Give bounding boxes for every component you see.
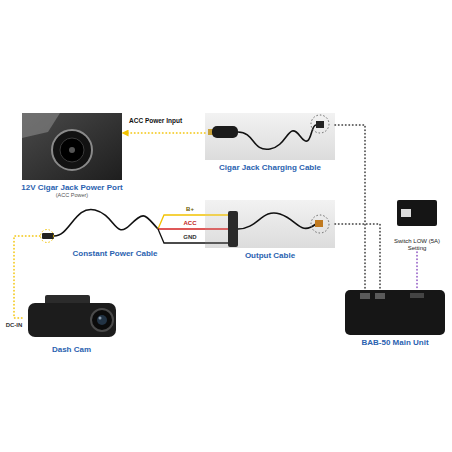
pin-label: B+ xyxy=(185,206,195,213)
cable xyxy=(238,125,316,149)
port-photo xyxy=(22,113,122,180)
socket-hole xyxy=(60,138,84,162)
power-port: 12V Cigar Jack Power Port(ACC Power) xyxy=(22,113,122,180)
port xyxy=(360,293,370,299)
output-cable-photo xyxy=(205,200,335,248)
socket-rim xyxy=(52,130,92,170)
node-caption: Dash Cam xyxy=(52,345,91,354)
caption-group: 12V Cigar Jack Power Port(ACC Power) xyxy=(21,183,122,199)
node-caption: Constant Power Cable xyxy=(73,249,158,258)
cable xyxy=(54,209,158,236)
cable xyxy=(238,213,316,229)
plug-end xyxy=(316,121,324,128)
photo-ground xyxy=(22,113,122,180)
pin-label: GND xyxy=(182,234,197,241)
caption-group: Cigar Jack Charging Cable xyxy=(219,163,321,172)
pin-label: ACC xyxy=(183,220,198,227)
cable-box: Constant Power Cable xyxy=(40,196,190,246)
cable-box: Output Cable xyxy=(205,200,335,248)
dotted-connector xyxy=(122,132,205,134)
cam-lens xyxy=(91,309,113,331)
port xyxy=(410,293,424,298)
node-caption: Switch LOW (5A) Setting xyxy=(390,238,444,252)
main-unit: BAB-50 Main Unit xyxy=(345,290,445,335)
socket-pin xyxy=(69,147,75,153)
wire-bplus xyxy=(205,214,228,215)
photo-ground xyxy=(205,200,335,248)
switch-drawing xyxy=(397,200,437,226)
switch-box: Switch LOW (5A) Setting xyxy=(390,198,444,252)
dc-jack xyxy=(42,233,54,239)
dotted-connector xyxy=(416,252,418,290)
cam-body xyxy=(28,303,116,337)
dotted-connector xyxy=(14,236,40,318)
switch-body xyxy=(397,200,437,226)
caption-group: Constant Power Cable xyxy=(73,249,158,258)
dotted-connector xyxy=(335,224,380,290)
caption-group: Output Cable xyxy=(245,251,295,260)
caption-group: Dash Cam xyxy=(52,345,91,354)
port-label: DC-IN xyxy=(5,322,24,329)
wire-joint xyxy=(228,211,238,247)
node-caption: Cigar Jack Charging Cable xyxy=(219,163,321,172)
plug-end xyxy=(315,220,323,227)
main-unit-drawing xyxy=(345,290,445,335)
edge-label: ACC Power Input xyxy=(128,117,183,124)
node-caption: 12V Cigar Jack Power Port xyxy=(21,183,122,192)
node-caption: BAB-50 Main Unit xyxy=(361,338,428,347)
caption-group: Switch LOW (5A) Setting xyxy=(390,238,444,252)
switch-slider xyxy=(401,209,411,217)
port-cap xyxy=(22,113,60,138)
constant-cable-drawing xyxy=(41,209,229,243)
node-caption: Output Cable xyxy=(245,251,295,260)
dotted-connector xyxy=(335,125,365,290)
cable-box: Cigar Jack Charging Cable xyxy=(205,113,335,160)
caption-group: BAB-50 Main Unit xyxy=(361,338,428,347)
wire-acc xyxy=(158,228,228,229)
wire-gnd xyxy=(205,242,228,243)
photo-ground xyxy=(205,113,335,160)
port xyxy=(375,293,385,299)
lens-glint xyxy=(99,317,102,320)
highlight-circle xyxy=(41,230,54,243)
highlight-circle xyxy=(311,215,329,233)
wire-acc xyxy=(205,228,228,229)
cam-lens-glass xyxy=(97,315,107,325)
highlight-circle xyxy=(311,115,329,133)
dash-cam: Dash Cam xyxy=(25,293,118,342)
charging-cable-photo xyxy=(205,113,335,160)
node-subcaption: (ACC Power) xyxy=(21,192,122,198)
unit-body xyxy=(345,290,445,335)
cigar-plug xyxy=(212,126,238,138)
dash-cam-drawing xyxy=(28,295,116,337)
